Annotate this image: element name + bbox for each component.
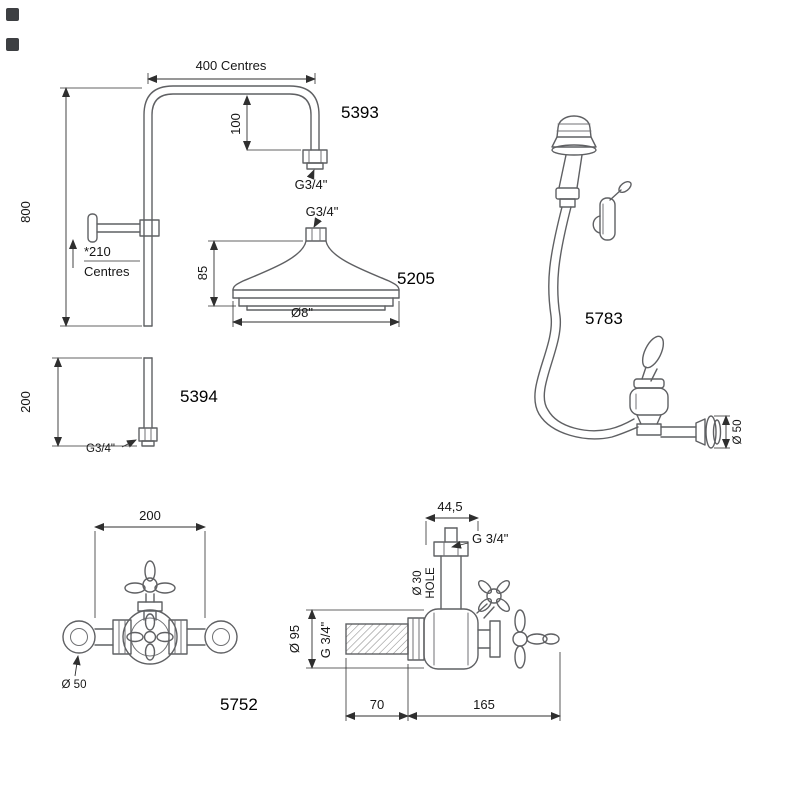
left-wall-flange xyxy=(62,620,96,654)
right-wall-flange xyxy=(204,620,238,654)
dim-pipe-length-200: 200 xyxy=(18,391,33,413)
wall-bracket xyxy=(87,213,160,243)
handset-face xyxy=(551,144,597,156)
dim-head-height-85: 85 xyxy=(195,266,210,280)
flow-handle-side xyxy=(476,579,511,619)
dim-drop-100: 100 xyxy=(228,113,243,135)
shower-head-drawing: G3/4" 85 Ø8" 5 xyxy=(195,204,435,327)
dim-depth-165: 165 xyxy=(473,697,495,712)
dim-centres-top: 400 Centres xyxy=(196,58,267,73)
dim-valve-flange-dia: Ø 50 xyxy=(62,679,87,691)
temperature-cross-handle xyxy=(126,613,174,661)
side-inlet-thread-label: G 3/4" xyxy=(318,621,333,658)
temperature-handle-side xyxy=(477,609,560,669)
part-number-5393: 5393 xyxy=(341,103,379,122)
dim-valve-centres-200: 200 xyxy=(139,508,161,523)
part-number-5752: 5752 xyxy=(220,695,258,714)
pipe-thread-label: G3/4" xyxy=(86,443,115,455)
dim-handshower-flange: Ø 50 xyxy=(732,420,744,445)
connector-pipe-drawing: 200 G3/4" 5394 xyxy=(18,357,218,455)
head-inlet-nut xyxy=(305,227,327,242)
valve-body-side xyxy=(423,608,479,670)
head-inlet-thread-label: G3/4" xyxy=(306,204,339,219)
shower-hose xyxy=(534,206,639,440)
riser-outlet-thread-label: G3/4" xyxy=(295,177,328,192)
valve-front-drawing: 200 Ø 50 5752 xyxy=(62,508,258,714)
dim-wall-centres-value: *210 xyxy=(84,244,111,259)
flow-cross-handle xyxy=(124,560,176,621)
part-number-5394: 5394 xyxy=(180,387,218,406)
wall-flange xyxy=(705,415,717,449)
handshower-drawing: Ø 50 5783 xyxy=(534,115,744,449)
riser-arm-drawing: 400 Centres 800 100 G3/4" *210 Centres 5… xyxy=(18,58,379,327)
dim-depth-70: 70 xyxy=(370,697,384,712)
dim-outlet-offset: 44,5 xyxy=(437,499,462,514)
part-number-5783: 5783 xyxy=(585,309,623,328)
valve-side-drawing: 44,5 G 3/4" Ø 30 HOLE Ø 95 G 3/4" 70 165 xyxy=(287,499,561,721)
side-outlet-thread-label: G 3/4" xyxy=(472,531,509,546)
outlet-nut xyxy=(302,149,328,164)
corner-artifact-icon xyxy=(6,38,19,51)
dim-hole-label: HOLE xyxy=(425,567,437,599)
dim-hole-diameter: Ø 30 xyxy=(412,571,424,596)
valve-body xyxy=(122,609,178,665)
dim-body-diameter: Ø 95 xyxy=(287,625,302,653)
dim-height-800: 800 xyxy=(18,201,33,223)
corner-artifact-icon xyxy=(6,8,19,21)
part-number-5205: 5205 xyxy=(397,269,435,288)
handset-bracket xyxy=(592,180,632,241)
threaded-inlet xyxy=(345,623,409,655)
dim-head-diameter: Ø8" xyxy=(291,305,313,320)
supply-elbow xyxy=(629,335,669,436)
dim-wall-centres-label: Centres xyxy=(84,264,130,279)
pipe-nut xyxy=(138,427,158,442)
